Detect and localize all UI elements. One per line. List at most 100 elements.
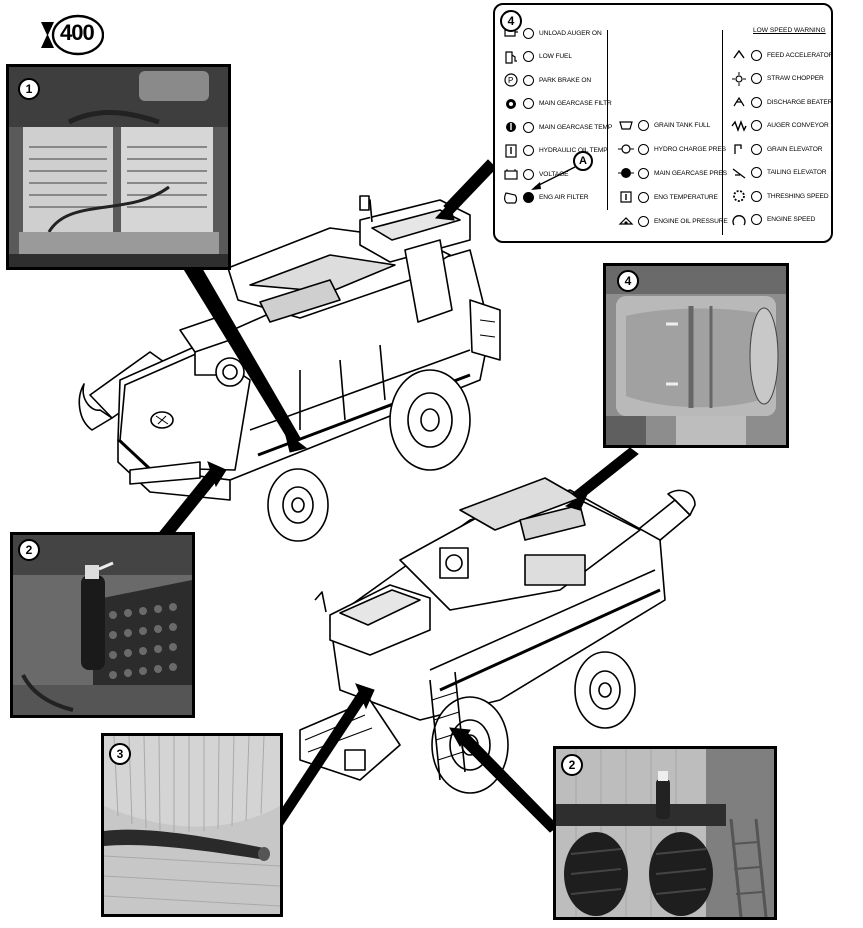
indicator-voltage: VOLTAGE <box>503 166 569 182</box>
seat-strap-image <box>104 736 280 914</box>
indicator-main-gearcase-filtr: MAIN GEARCASE FILTR <box>503 96 612 112</box>
indicator-lamp <box>638 143 649 155</box>
indicator-low-fuel: LOW FUEL <box>503 49 572 65</box>
oil-pressure-icon <box>618 217 634 225</box>
indicator-label: ENG TEMPERATURE <box>654 193 718 201</box>
indicator-lamp <box>638 215 649 227</box>
indicator-label: AUGER CONVEYOR <box>767 122 829 129</box>
indicator-lamp <box>751 49 762 61</box>
photo-fire-extinguisher-left <box>10 532 195 718</box>
hydro-charge-icon <box>618 144 634 154</box>
indicator-lamp <box>751 96 762 108</box>
indicator-label: DISCHARGE BEATER <box>767 98 833 106</box>
gearcase-pressure-icon <box>618 168 634 178</box>
indicator-lamp <box>751 190 762 202</box>
indicator-label: ENG AIR FILTER <box>539 194 589 201</box>
indicator-grain-elevator: GRAIN ELEVATOR <box>731 141 823 157</box>
fire-extinguisher-right-image <box>556 749 774 917</box>
leader-arrows <box>159 159 639 833</box>
discharge-beater-icon <box>733 96 745 107</box>
batteries-image <box>9 67 228 267</box>
tailing-elevator-icon <box>732 167 746 179</box>
panel-divider-right <box>722 30 723 235</box>
grain-tank-icon <box>619 121 633 130</box>
indicator-lamp <box>751 143 762 155</box>
indicator-lamp <box>751 120 762 131</box>
panel-divider-left <box>607 30 608 210</box>
indicator-hydraulic-oil-temp: HYDRAULIC OIL TEMP <box>503 143 608 159</box>
fire-extinguisher-left-image <box>13 535 192 715</box>
indicator-label: ENGINE OIL PRESSURE <box>654 217 728 225</box>
photo-fire-extinguisher-right <box>553 746 777 920</box>
indicator-lamp <box>523 27 534 39</box>
indicator-eng-temperature: ENG TEMPERATURE <box>618 189 718 205</box>
indicator-lamp <box>638 191 649 203</box>
indicator-label: LOW FUEL <box>539 53 572 60</box>
grain-elevator-icon <box>734 144 742 154</box>
straw-chopper-icon <box>732 71 746 86</box>
indicator-main-gearcase-temp: MAIN GEARCASE TEMP <box>503 119 612 135</box>
indicator-label: HYDRAULIC OIL TEMP <box>539 147 608 154</box>
callout-2-left: 2 <box>18 539 40 561</box>
indicator-label: GRAIN ELEVATOR <box>767 145 823 153</box>
upper-combine-drawing <box>78 195 501 542</box>
indicator-label: GRAIN TANK FULL <box>654 121 711 129</box>
photo-air-filter <box>603 263 789 448</box>
indicator-label: ENGINE SPEED <box>767 216 816 223</box>
gearcase-temp-icon <box>506 122 516 132</box>
callout-1: 1 <box>18 78 40 100</box>
indicator-park-brake-on: P PARK BRAKE ON <box>503 72 591 88</box>
indicator-lamp <box>638 119 649 131</box>
indicator-lamp-lit <box>523 192 534 203</box>
indicator-label: THRESHING SPEED <box>767 192 829 200</box>
feed-accelerator-icon <box>733 49 745 59</box>
indicator-auger-conveyor: AUGER CONVEYOR <box>731 118 829 134</box>
indicator-label: MAIN GEARCASE TEMP <box>539 123 613 131</box>
indicator-feed-accelerator: FEED ACCELERATOR <box>731 47 833 63</box>
engine-temp-icon <box>620 191 632 203</box>
callout-a: A <box>573 151 593 171</box>
indicator-threshing-speed: THRESHING SPEED <box>731 188 829 204</box>
air-filter-icon <box>504 191 518 204</box>
indicator-discharge-beater: DISCHARGE BEATER <box>731 94 832 110</box>
indicator-label: MAIN GEARCASE FILTR <box>539 100 612 107</box>
callout-a-leader <box>531 166 576 190</box>
indicator-main-gearcase-pres: MAIN GEARCASE PRES <box>618 165 727 181</box>
air-filter-image <box>606 266 786 445</box>
callout-2-right: 2 <box>561 754 583 776</box>
badge-number: 400 <box>60 20 95 45</box>
indicator-engine-speed: ENGINE SPEED <box>731 212 815 228</box>
indicator-lamp <box>751 73 762 84</box>
indicator-label: PARK BRAKE ON <box>539 76 592 84</box>
indicator-label: MAIN GEARCASE PRES <box>654 169 727 177</box>
indicator-straw-chopper: STRAW CHOPPER <box>731 71 824 87</box>
indicator-lamp <box>751 214 762 225</box>
engine-speed-icon <box>732 214 746 225</box>
callout-3: 3 <box>109 743 131 765</box>
fuel-icon <box>505 50 517 64</box>
callout-4-panel: 4 <box>500 10 522 32</box>
indicator-hydro-charge-pres: HYDRO CHARGE PRES <box>618 141 726 157</box>
indicator-lamp <box>523 98 534 109</box>
park-brake-icon: P <box>504 73 518 87</box>
indicator-lamp <box>523 74 534 86</box>
indicator-lamp <box>523 168 534 180</box>
badge-outline-icon <box>41 14 104 56</box>
indicator-engine-oil-pressure: ENGINE OIL PRESSURE <box>618 213 728 229</box>
indicator-label: FEED ACCELERATOR <box>767 51 834 59</box>
photo-batteries <box>6 64 231 270</box>
auger-conveyor-icon <box>731 119 747 132</box>
indicator-label: UNLOAD AUGER ON <box>539 29 602 37</box>
battery-icon <box>504 169 518 180</box>
warning-indicator-panel: 4 UNLOAD AUGER ON LOW FUEL P PARK BRAKE ON M… <box>493 3 833 243</box>
hydraulic-temp-icon <box>505 143 517 158</box>
indicator-lamp <box>523 121 534 133</box>
photo-seat-strap <box>101 733 283 917</box>
indicator-label: STRAW CHOPPER <box>767 75 824 82</box>
callout-4-photo: 4 <box>617 270 639 292</box>
gearcase-filter-icon <box>506 98 516 109</box>
indicator-grain-tank-full: GRAIN TANK FULL <box>618 117 710 133</box>
indicator-lamp <box>751 167 762 178</box>
svg-text:P: P <box>508 76 513 85</box>
